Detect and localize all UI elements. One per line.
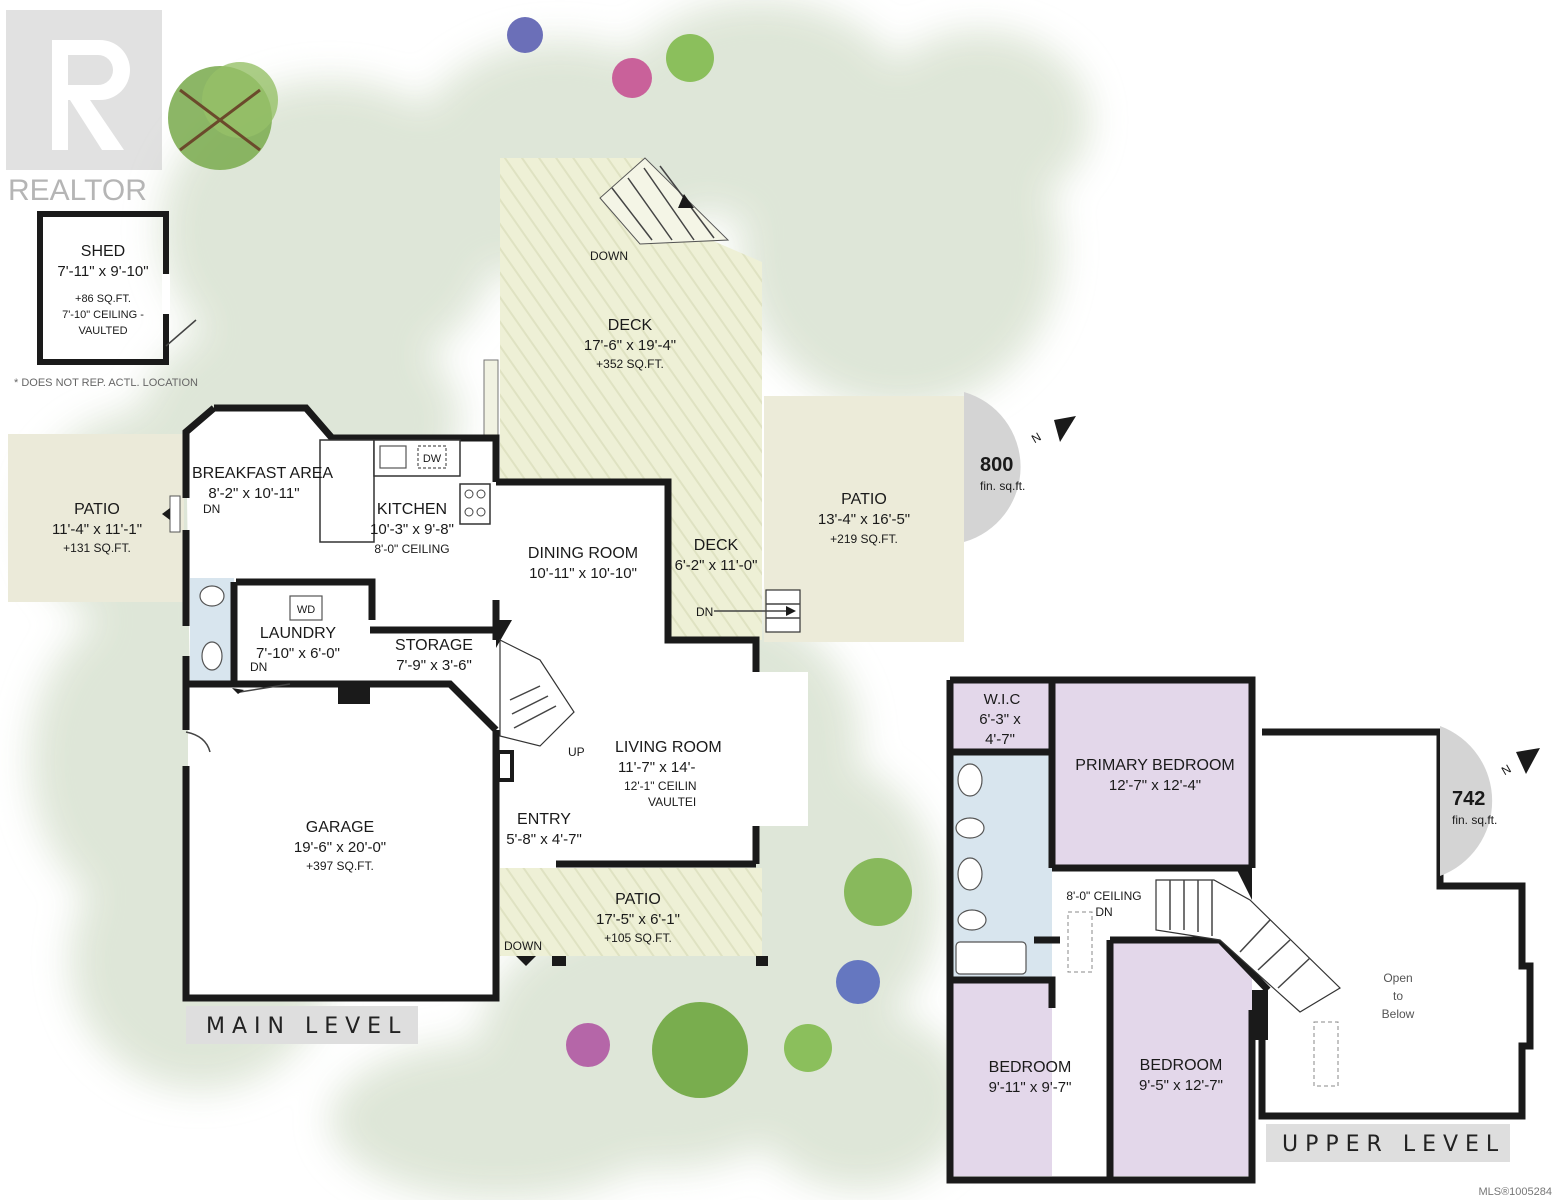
patio-left-name: PATIO xyxy=(74,501,120,518)
upper-north-arrow-icon xyxy=(1516,748,1540,774)
open-below-line2: to xyxy=(1393,989,1403,1003)
patio-front-name: PATIO xyxy=(615,891,661,908)
shed-dims: 7'-11" x 9'-10" xyxy=(57,263,148,280)
deck-dims: 17'-6" x 19'-4" xyxy=(584,337,676,354)
dishwasher-label: DW xyxy=(423,453,442,465)
entry-name: ENTRY xyxy=(517,811,571,828)
hall-ceiling: 8'-0" CEILING xyxy=(1066,889,1141,903)
deck-stair-label: DOWN xyxy=(590,249,628,263)
patio-right-area: +219 SQ.FT. xyxy=(830,532,898,546)
main-level-walls: DW WD xyxy=(162,404,768,1002)
shed-ceiling: 7'-10" CEILING - xyxy=(62,309,144,321)
bedroom-2-name: BEDROOM xyxy=(1140,1057,1223,1074)
shrub-icon xyxy=(507,17,912,1098)
hall-stair: DN xyxy=(1095,905,1112,919)
patio-left-dims: 11'-4" x 11'-1" xyxy=(52,521,142,538)
deck-small-name: DECK xyxy=(694,537,739,554)
patio-front-stair: DOWN xyxy=(504,939,542,953)
main-level-area-badge: 800 fin. sq.ft. N xyxy=(964,392,1076,542)
open-below-line3: Below xyxy=(1382,1007,1415,1021)
main-area-unit: fin. sq.ft. xyxy=(980,479,1025,493)
realtor-logo xyxy=(6,10,162,170)
deck-area: +352 SQ.FT. xyxy=(596,357,664,371)
realtor-wordmark: REALTOR xyxy=(8,174,147,207)
garage-dims: 19'-6" x 20'-0" xyxy=(294,839,386,856)
breakfast-dims: 8'-2" x 10'-11" xyxy=(208,485,299,502)
main-level-title: MAIN LEVEL xyxy=(206,1014,407,1039)
upper-north-label: N xyxy=(1499,762,1514,778)
storage-name: STORAGE xyxy=(395,637,473,654)
north-arrow-icon xyxy=(1054,416,1076,442)
main-level-exterior xyxy=(8,157,964,966)
storage-dims: 7'-9" x 3'-6" xyxy=(396,657,472,674)
patio-left-area: +131 SQ.FT. xyxy=(63,541,131,555)
wic-dims-2: 4'-7" xyxy=(985,731,1015,748)
living-dims: 11'-7" x 14'- xyxy=(618,759,695,776)
bedroom-2-dims: 9'-5" x 12'-7" xyxy=(1139,1077,1223,1094)
laundry-name: LAUNDRY xyxy=(260,625,337,642)
kitchen-name: KITCHEN xyxy=(377,501,447,518)
washer-dryer-label: WD xyxy=(297,604,315,616)
bedroom-1-name: BEDROOM xyxy=(989,1059,1072,1076)
north-label: N xyxy=(1029,430,1044,446)
open-below-line1: Open xyxy=(1383,971,1412,985)
main-level-interior xyxy=(186,408,808,996)
upper-level-title: UPPER LEVEL xyxy=(1282,1132,1505,1157)
primary-bedroom-dims: 12'-7" x 12'-4" xyxy=(1109,777,1201,794)
breakfast-stair: DN xyxy=(203,502,220,516)
main-level-banner: MAIN LEVEL xyxy=(186,1006,418,1044)
living-vaulted: VAULTEI xyxy=(648,795,696,809)
upper-area-unit: fin. sq.ft. xyxy=(1452,813,1497,827)
deck-name: DECK xyxy=(608,317,653,334)
tree-icon xyxy=(168,62,278,170)
upper-level-banner: UPPER LEVEL xyxy=(1266,1124,1510,1162)
patio-front-area: +105 SQ.FT. xyxy=(604,931,672,945)
primary-bedroom-name: PRIMARY BEDROOM xyxy=(1075,757,1234,774)
breakfast-name: BREAKFAST AREA xyxy=(192,465,333,482)
laundry-dims: 7'-10" x 6'-0" xyxy=(256,645,340,662)
patio-front-dims: 17'-5" x 6'-1" xyxy=(596,911,680,928)
main-area-value: 800 xyxy=(980,454,1013,476)
upper-level-labels: W.I.C 6'-3" x 4'-7" PRIMARY BEDROOM 12'-… xyxy=(979,691,1414,1096)
living-ceiling: 12'-1" CEILIN xyxy=(624,779,697,793)
mls-number: MLS®1005284 xyxy=(1478,1186,1552,1198)
wic-name: W.I.C xyxy=(984,691,1021,708)
shed: SHED 7'-11" x 9'-10" +86 SQ.FT. 7'-10" C… xyxy=(37,211,197,365)
deck-small-stair: DN xyxy=(696,605,713,619)
patio-right-name: PATIO xyxy=(841,491,887,508)
upper-level-walls xyxy=(946,676,1534,1184)
shed-label: SHED xyxy=(81,243,125,260)
kitchen-ceiling: 8'-0" CEILING xyxy=(374,542,449,556)
upper-level-area-badge: 742 fin. sq.ft. N xyxy=(1440,726,1540,876)
main-level-labels: DOWN DECK 17'-6" x 19'-4" +352 SQ.FT. PA… xyxy=(52,249,910,953)
living-name: LIVING ROOM xyxy=(615,739,722,756)
shed-area: +86 SQ.FT. xyxy=(75,293,131,305)
shed-vaulted: VAULTED xyxy=(78,325,127,337)
shed-location-note: * DOES NOT REP. ACTL. LOCATION xyxy=(14,377,198,389)
garage-area: +397 SQ.FT. xyxy=(306,859,374,873)
patio-right-dims: 13'-4" x 16'-5" xyxy=(818,511,910,528)
kitchen-dims: 10'-3" x 9'-8" xyxy=(370,521,454,538)
upper-area-value: 742 xyxy=(1452,788,1485,810)
living-stair: UP xyxy=(568,745,585,759)
wic-dims-1: 6'-3" x xyxy=(979,711,1021,728)
bedroom-1-dims: 9'-11" x 9'-7" xyxy=(989,1079,1072,1096)
garage-name: GARAGE xyxy=(306,819,374,836)
deck-small-dims: 6'-2" x 11'-0" xyxy=(675,557,758,574)
dining-dims: 10'-11" x 10'-10" xyxy=(529,565,637,582)
dining-name: DINING ROOM xyxy=(528,545,638,562)
laundry-stair: DN xyxy=(250,660,267,674)
entry-dims: 5'-8" x 4'-7" xyxy=(506,831,582,848)
